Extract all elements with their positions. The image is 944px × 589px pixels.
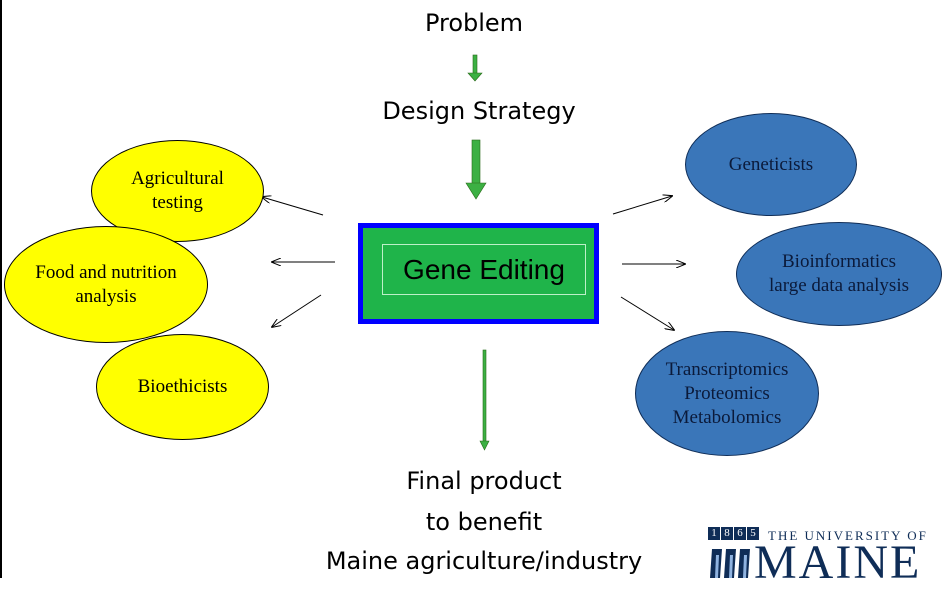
connector-agricultural	[262, 197, 324, 216]
node-bioinformatics-line2: large data analysis	[769, 275, 909, 296]
final-product-line2: to benefit	[425, 508, 543, 536]
node-agricultural-line2: testing	[152, 192, 203, 213]
node-geneticists-line1: Geneticists	[728, 153, 814, 175]
logo-university-text: THE UNIVERSITY OF	[768, 528, 928, 543]
logo-pillars-icon	[710, 549, 750, 578]
logo-year-digit: 1	[708, 527, 720, 540]
gene-editing-hub: Gene Editing	[358, 223, 599, 324]
problem-label: Problem	[424, 9, 524, 37]
node-food-line1: Food and nutrition	[35, 261, 177, 283]
node-geneticists: Geneticists	[685, 113, 857, 216]
logo-year-digit: 5	[747, 527, 759, 540]
node-agricultural-line1: Agricultural	[131, 168, 224, 189]
node-omics-line2: Proteomics	[684, 382, 770, 404]
node-bioinformatics-line1: Bioinformatics	[782, 251, 896, 272]
connector-bioethicists	[272, 294, 322, 327]
logo-year: 1 8 6 5	[708, 527, 759, 540]
final-product-line1: Final product	[406, 467, 562, 495]
connector-omics	[620, 296, 674, 330]
node-agricultural-testing: Agricultural testing	[91, 140, 264, 242]
final-product-line3: Maine agriculture/industry	[325, 547, 643, 575]
node-bioinformatics: Bioinformatics large data analysis	[736, 222, 942, 326]
node-bioethicists: Bioethicists	[96, 334, 269, 440]
node-bioethicists-line1: Bioethicists	[137, 376, 228, 397]
logo-wordmark: MAINE	[754, 536, 922, 589]
design-strategy-label: Design Strategy	[382, 97, 576, 125]
logo-year-digit: 8	[721, 527, 733, 540]
arrow-hub-to-final	[479, 349, 490, 451]
connector-geneticists	[612, 196, 672, 215]
arrow-problem-to-strategy	[467, 54, 483, 82]
node-food-line2: analysis	[75, 285, 137, 307]
gene-editing-label: Gene Editing	[382, 244, 586, 295]
node-omics-line3: Metabolomics	[672, 406, 782, 428]
university-of-maine-logo: 1 8 6 5 THE UNIVERSITY OF MAINE	[708, 525, 944, 587]
logo-year-digit: 6	[734, 527, 746, 540]
arrow-strategy-to-hub	[465, 139, 487, 200]
node-omics-line1: Transcriptomics	[665, 358, 789, 380]
